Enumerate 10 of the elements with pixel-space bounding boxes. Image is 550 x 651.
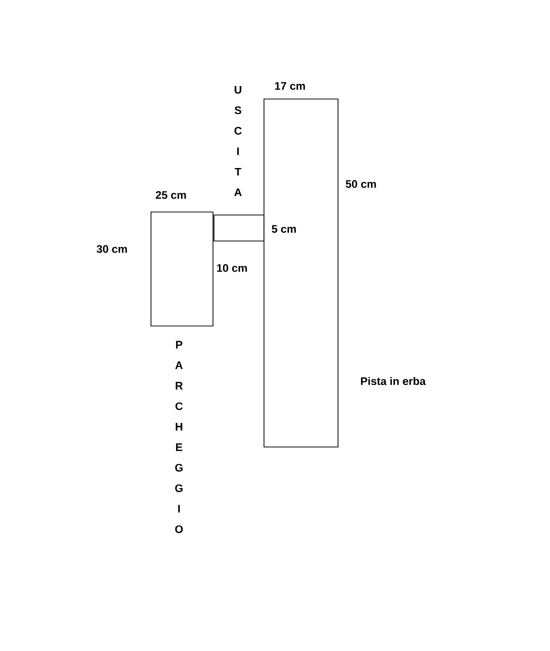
vertical-label: PARCHEGGIO bbox=[175, 340, 183, 534]
dimension-label: 10 cm bbox=[217, 264, 247, 272]
area-rectangle bbox=[264, 98, 338, 448]
area-rectangle bbox=[214, 214, 264, 242]
area-label: Pista in erba bbox=[361, 376, 426, 386]
area-rectangle bbox=[150, 212, 214, 326]
dimension-label: 30 cm bbox=[96, 245, 127, 253]
dimension-label: 25 cm bbox=[156, 191, 186, 199]
vertical-label: USCITA bbox=[234, 86, 242, 196]
dimension-label: 5 cm bbox=[272, 225, 296, 233]
